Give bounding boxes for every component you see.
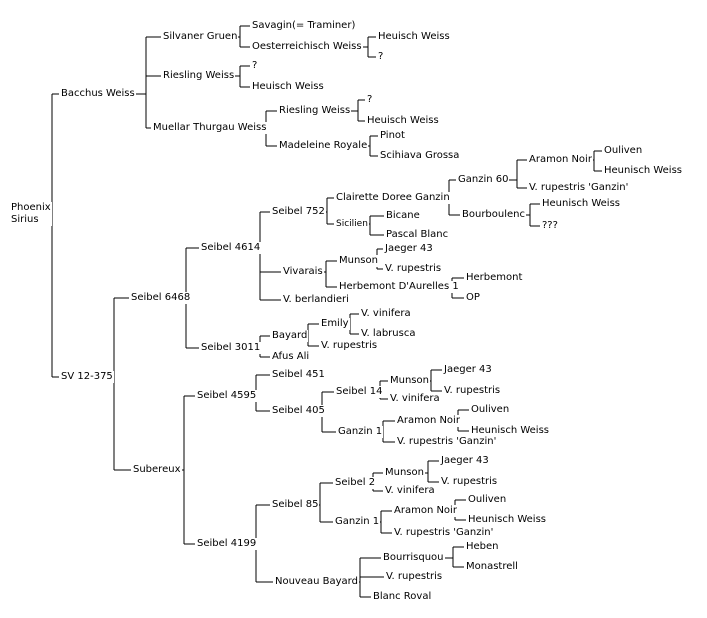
node-v-vinifera: V. vinifera — [384, 485, 436, 497]
node-bourboulenc: Bourboulenc — [461, 209, 526, 221]
node-unknown: ? — [366, 94, 374, 106]
node-seibel-85: Seibel 85 — [271, 499, 320, 511]
node-bacchus-weiss: Bacchus Weiss — [60, 88, 136, 100]
node-silvaner-gruen: Silvaner Gruen — [162, 31, 239, 43]
node-phoenix-sirius: Phoenix Sirius — [10, 202, 52, 226]
node-v-rupestris-ganzin: V. rupestris 'Ganzin' — [396, 436, 498, 448]
node-seibel-405: Seibel 405 — [271, 405, 326, 417]
node-v-rupestris: V. rupestris — [385, 571, 444, 583]
node-herbemont-d-aurelles-1: Herbemont D'Aurelles 1 — [338, 281, 460, 293]
node-seibel-4614: Seibel 4614 — [200, 242, 262, 254]
node-heuisch-weiss: Heuisch Weiss — [366, 115, 440, 127]
node-unknown: ? — [377, 51, 385, 63]
node-monastrell: Monastrell — [465, 561, 519, 573]
node-clairette-doree-ganzin: Clairette Doree Ganzin — [335, 192, 451, 204]
node-riesling-weiss: Riesling Weiss — [278, 105, 352, 117]
node-ganzin-60: Ganzin 60 — [457, 174, 510, 186]
node-herbemont: Herbemont — [465, 272, 524, 284]
node-v-berlandieri: V. berlandieri — [282, 294, 350, 306]
node-nouveau-bayard: Nouveau Bayard — [274, 576, 359, 588]
node-heunisch-weiss: Heunisch Weiss — [470, 425, 551, 437]
node-v-rupestris-ganzin: V. rupestris 'Ganzin' — [528, 182, 630, 194]
node-aramon-noir: Aramon Noir — [393, 505, 458, 517]
node-heben: Heben — [465, 541, 500, 553]
node-oesterreichisch-weiss: Oesterreichisch Weiss — [251, 41, 363, 53]
node-heuisch-weiss: Heuisch Weiss — [251, 81, 325, 93]
node-ganzin-1: Ganzin 1 — [334, 516, 381, 528]
node-savagin-traminer: Savagin(= Traminer) — [251, 20, 357, 32]
node-jaeger-43: Jaeger 43 — [443, 364, 493, 376]
node-riesling-weiss: Riesling Weiss — [162, 70, 236, 82]
node-seibel-2: Seibel 2 — [334, 477, 377, 489]
node-aramon-noir: Aramon Noir — [528, 154, 593, 166]
node-sicilien: Sicilien — [335, 218, 369, 230]
node-afus-ali: Afus Ali — [271, 351, 311, 363]
node-muellar-thurgau-weiss: Muellar Thurgau Weiss — [152, 122, 268, 134]
node-bourrisquou: Bourrisquou — [382, 552, 445, 564]
node-ouliven: Ouliven — [470, 404, 511, 416]
node-seibel-4595: Seibel 4595 — [196, 390, 258, 402]
node-jaeger-43: Jaeger 43 — [384, 243, 434, 255]
node-subereux: Subereux — [132, 464, 182, 476]
node-v-rupestris: V. rupestris — [384, 263, 443, 275]
node-sv-12-375: SV 12-375 — [60, 371, 114, 383]
node-pascal-blanc: Pascal Blanc — [385, 229, 450, 241]
node-emily: Emily — [320, 318, 350, 330]
node-unknown: ??? — [541, 220, 559, 232]
node-munson: Munson — [384, 467, 425, 479]
node-seibel-752: Seibel 752 — [271, 206, 326, 218]
node-v-rupestris-ganzin: V. rupestris 'Ganzin' — [393, 527, 495, 539]
node-madeleine-royale: Madeleine Royale — [278, 140, 369, 152]
node-op: OP — [465, 292, 481, 304]
node-v-vinifera: V. vinifera — [360, 308, 412, 320]
node-munson: Munson — [338, 255, 379, 267]
node-blanc-roval: Blanc Roval — [372, 591, 433, 603]
node-ouliven: Ouliven — [467, 494, 508, 506]
node-seibel-3011: Seibel 3011 — [200, 342, 262, 354]
node-vivarais: Vivarais — [282, 266, 324, 278]
node-v-labrusca: V. labrusca — [360, 328, 417, 340]
node-bayard: Bayard — [271, 330, 309, 342]
node-scihiava-grossa: Scihiava Grossa — [379, 150, 461, 162]
node-bicane: Bicane — [385, 210, 421, 222]
node-munson: Munson — [389, 375, 430, 387]
node-heunisch-weiss: Heunisch Weiss — [467, 514, 548, 526]
node-v-rupestris: V. rupestris — [320, 340, 379, 352]
node-seibel-451: Seibel 451 — [271, 369, 326, 381]
node-heunisch-weiss: Heunisch Weiss — [541, 198, 622, 210]
node-unknown: ? — [251, 60, 259, 72]
node-pinot: Pinot — [379, 130, 406, 142]
node-seibel-14: Seibel 14 — [335, 386, 384, 398]
node-heunisch-weiss: Heunisch Weiss — [603, 165, 684, 177]
node-seibel-6468: Seibel 6468 — [130, 292, 192, 304]
node-ganzin-1: Ganzin 1 — [337, 426, 384, 438]
node-seibel-4199: Seibel 4199 — [196, 538, 258, 550]
node-aramon-noir: Aramon Noir — [396, 415, 461, 427]
node-ouliven: Ouliven — [603, 145, 644, 157]
node-v-rupestris: V. rupestris — [440, 476, 499, 488]
node-heuisch-weiss: Heuisch Weiss — [377, 31, 451, 43]
node-v-vinifera: V. vinifera — [389, 393, 441, 405]
node-v-rupestris: V. rupestris — [443, 385, 502, 397]
node-jaeger-43: Jaeger 43 — [440, 455, 490, 467]
